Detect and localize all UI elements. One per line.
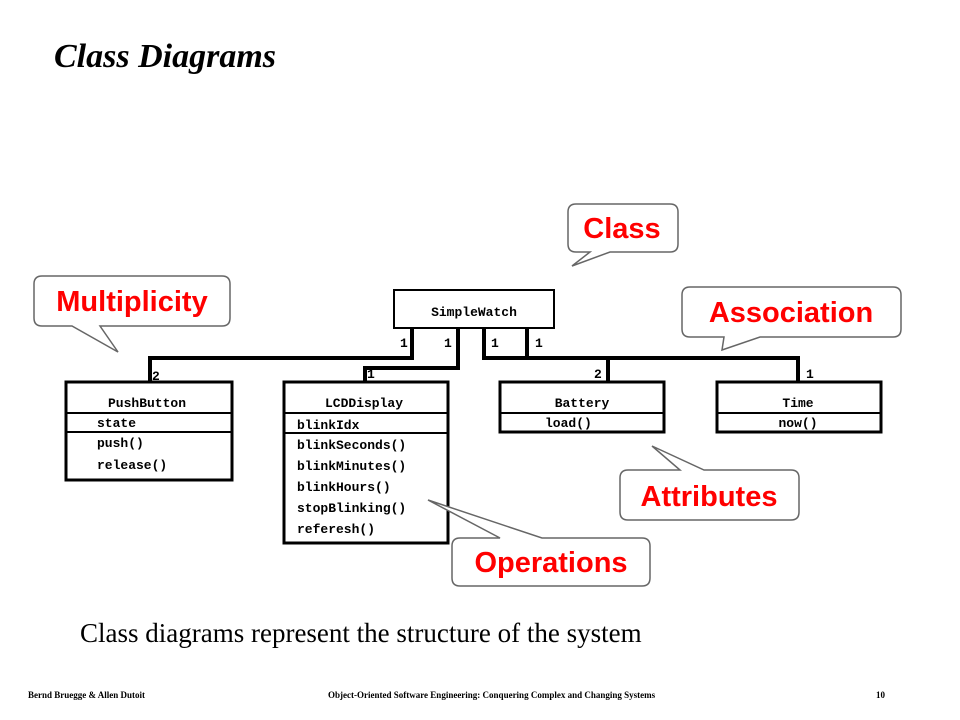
multiplicity-lcd: 1 [367,367,375,382]
association-battery [482,328,610,382]
association-lines [148,328,800,382]
multiplicity-sw-pushbutton: 1 [400,336,408,351]
callout-association-text: Association [709,297,873,329]
class-lcddisplay-operation: blinkSeconds() [297,438,406,453]
footer-book-title: Object-Oriented Software Engineering: Co… [328,690,656,700]
callout-class: Class [567,203,679,267]
callout-attributes-text: Attributes [641,481,778,513]
class-lcddisplay-operation: blinkMinutes() [297,459,406,474]
class-pushbutton-name: PushButton [108,396,186,411]
class-simplewatch[interactable]: SimpleWatch [393,289,555,329]
slide-title: Class Diagrams [54,38,276,75]
class-lcddisplay-operation: stopBlinking() [297,501,406,516]
callout-attributes: Attributes [619,445,800,521]
slide-caption: Class diagrams represent the structure o… [80,618,642,648]
multiplicity-battery: 2 [594,367,602,382]
callout-association: Association [681,286,902,352]
class-time-name: Time [782,396,813,411]
class-lcddisplay[interactable]: LCDDisplay blinkIdx blinkSeconds() blink… [282,380,450,545]
class-lcddisplay-operation: blinkHours() [297,480,391,495]
multiplicity-sw-time: 1 [535,336,543,351]
class-lcddisplay-name: LCDDisplay [325,396,403,411]
class-battery-name: Battery [555,396,610,411]
class-pushbutton-attribute: state [97,416,136,431]
multiplicity-sw-lcd: 1 [444,336,452,351]
multiplicity-time: 1 [806,367,814,382]
callout-class-text: Class [583,213,660,245]
class-battery[interactable]: Battery load() [498,380,666,434]
class-battery-operation: load() [545,416,592,431]
association-lcddisplay [363,328,460,382]
footer-page-number: 10 [876,690,885,700]
callout-operations-text: Operations [474,547,627,579]
association-pushbutton [148,328,414,382]
callout-multiplicity: Multiplicity [33,275,231,353]
class-lcddisplay-attribute: blinkIdx [297,418,360,433]
class-pushbutton[interactable]: PushButton state push() release() [64,380,234,482]
class-pushbutton-operation: push() [97,436,144,451]
footer-authors: Bernd Bruegge & Allen Dutoit [28,690,145,700]
class-pushbutton-operation: release() [97,458,167,473]
callout-operations: Operations [427,499,651,587]
class-time-operation: now() [778,416,817,431]
class-lcddisplay-operation: referesh() [297,522,375,537]
association-time [525,328,800,382]
multiplicity-sw-battery: 1 [491,336,499,351]
multiplicity-pushbutton: 2 [152,369,160,384]
class-time[interactable]: Time now() [715,380,883,434]
multiplicity-labels: 1 1 1 1 2 1 2 1 [152,336,814,384]
callout-multiplicity-text: Multiplicity [56,286,207,318]
class-simplewatch-name: SimpleWatch [431,305,517,320]
